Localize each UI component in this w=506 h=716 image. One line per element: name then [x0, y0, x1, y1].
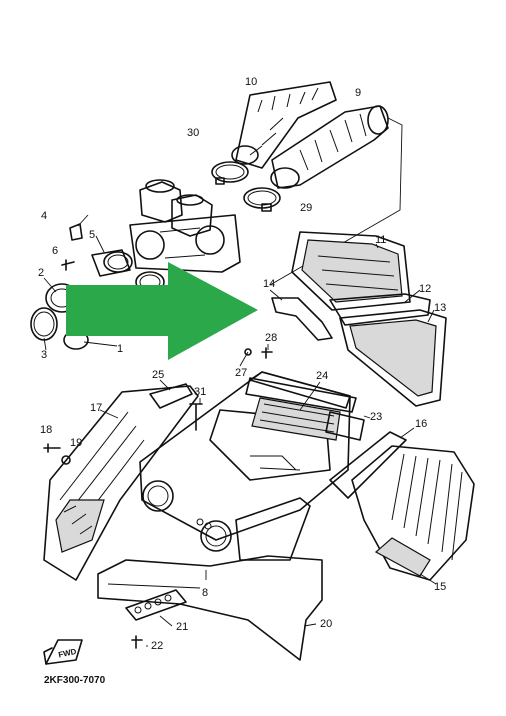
callout-1: 1	[117, 343, 124, 355]
screw-28	[261, 347, 273, 359]
leader-11	[375, 243, 379, 249]
leader-5	[95, 235, 105, 253]
callout-5: 5	[89, 229, 96, 241]
callout-23: 23	[370, 411, 383, 423]
clip-4	[69, 223, 83, 241]
leader-14	[269, 289, 283, 301]
intake-duct-10	[231, 81, 337, 169]
callout-31: 31	[194, 386, 207, 398]
callout-4: 4	[41, 210, 48, 222]
carburetor-assembly	[129, 179, 241, 273]
nut-19	[61, 455, 71, 465]
seal-25	[149, 383, 193, 409]
seal-16	[329, 431, 407, 499]
plate-21	[125, 589, 187, 621]
callout-14: 14	[263, 278, 276, 290]
filter-element-24	[245, 377, 357, 441]
leader-13	[427, 309, 435, 323]
air-box-8	[139, 371, 351, 561]
callout-20: 20	[320, 618, 333, 630]
side-cover-17	[43, 385, 199, 581]
callout-21: 21	[176, 621, 189, 633]
leader-2	[43, 277, 57, 293]
callout-19: 19	[70, 437, 83, 449]
drawing-code: 2KF300-7070	[44, 675, 106, 686]
leader-20	[303, 623, 317, 627]
callout-17: 17	[90, 402, 103, 414]
bracket-5	[91, 249, 131, 277]
callout-2: 2	[38, 267, 45, 279]
leader-25	[159, 379, 171, 391]
leader-3	[43, 337, 47, 351]
callout-22: 22	[151, 640, 164, 652]
callout-8: 8	[202, 587, 209, 599]
seal-12	[329, 293, 431, 326]
hose-14	[271, 297, 333, 341]
callout-24: 24	[316, 370, 329, 382]
callout-29: 29	[300, 202, 313, 214]
leader-23	[363, 415, 371, 419]
callout-18: 18	[40, 424, 53, 436]
callout-9: 9	[355, 87, 362, 99]
callout-6: 6	[52, 245, 59, 257]
callout-10: 10	[245, 76, 258, 88]
gasket-23	[325, 411, 365, 441]
bolt-18	[43, 443, 61, 453]
leader-17	[99, 409, 119, 419]
intake-duct-9	[270, 105, 389, 189]
clip-27	[244, 348, 252, 356]
leader-15	[419, 573, 437, 585]
air-duct-15	[351, 445, 475, 581]
green-arrow-icon	[66, 262, 258, 360]
screw-22	[131, 635, 143, 649]
hose-clamp-29	[243, 187, 281, 212]
screw-6	[61, 259, 75, 271]
callout-13: 13	[434, 302, 447, 314]
fwd-arrow-icon: FWD	[43, 639, 83, 665]
callout-25: 25	[152, 369, 165, 381]
callout-12: 12	[419, 283, 432, 295]
callout-28: 28	[265, 332, 278, 344]
hose-clamp-30	[211, 161, 249, 185]
heat-shield-20	[97, 555, 323, 661]
leader-1	[83, 341, 118, 347]
fwd-label: FWD	[58, 647, 78, 660]
o-ring-3	[30, 307, 58, 341]
callout-16: 16	[415, 418, 428, 430]
leader-4	[77, 214, 89, 227]
element-case-11	[291, 231, 411, 311]
callout-3: 3	[41, 349, 48, 361]
callout-15: 15	[434, 581, 447, 593]
leader-21	[159, 615, 173, 627]
filter-element-13	[339, 309, 447, 407]
leader-24	[299, 381, 321, 411]
leader-16	[399, 427, 415, 439]
leader-12	[404, 289, 421, 303]
callout-30: 30	[187, 127, 200, 139]
callout-11: 11	[375, 234, 387, 246]
callout-27: 27	[235, 367, 248, 379]
